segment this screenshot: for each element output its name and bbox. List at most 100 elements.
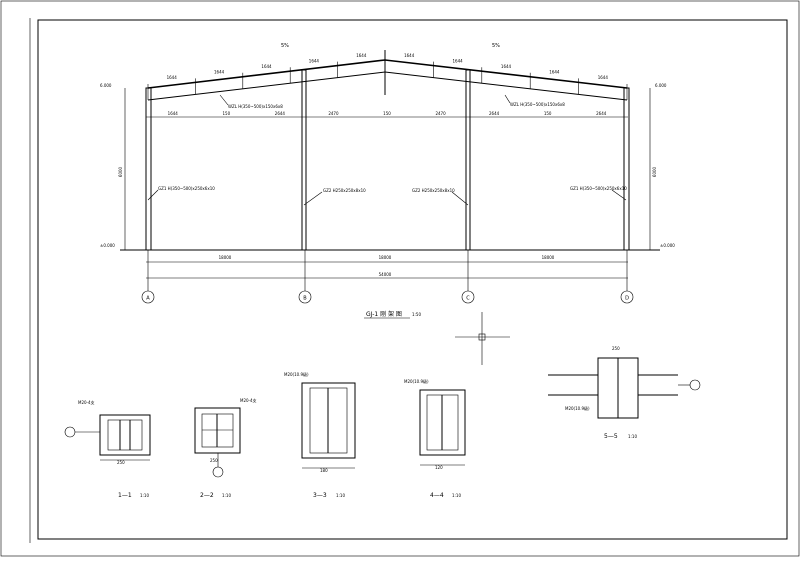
s2-marker bbox=[212, 466, 224, 478]
label-col-b: GZ2 H250x250x8x10 bbox=[323, 188, 366, 193]
s5-scale: 1:10 bbox=[628, 434, 637, 439]
column-a bbox=[145, 87, 152, 251]
section-4-4: M20(10.9级) 120 4—4 1:10 bbox=[404, 378, 466, 499]
s4-note: M20(10.9级) bbox=[404, 378, 429, 384]
label-col-d: GZ1 H(350~500)x250x6x10 bbox=[570, 186, 627, 191]
frame-elevation: 1644 1644 1644 1644 1644 1644 1644 1644 1644 1644… bbox=[100, 43, 675, 319]
axis-bubble-d bbox=[620, 290, 634, 304]
eave-segment-dim: 2644 bbox=[596, 111, 607, 116]
rafter-bottom-chord bbox=[147, 71, 628, 101]
section-3-3: M20(10.9级) 180 3—3 1:10 bbox=[284, 371, 356, 499]
sheet-inner-border bbox=[37, 19, 788, 540]
column-c bbox=[465, 69, 471, 251]
leader-rafter-left bbox=[219, 94, 229, 106]
left-column-height: 6000 bbox=[118, 166, 123, 177]
rafter-segment-dim: 1644 bbox=[501, 64, 512, 69]
ground-level-left: ±0.000 bbox=[100, 243, 115, 248]
leader-col-d bbox=[611, 189, 627, 201]
eave-segment-dim: 150 bbox=[223, 111, 231, 116]
s3-scale: 1:10 bbox=[336, 493, 345, 498]
bay-dim-2: 18000 bbox=[379, 255, 392, 260]
eave-segment-dim: 2470 bbox=[435, 111, 446, 116]
column-d bbox=[623, 87, 630, 251]
section-1-1: M20-4支 250 1—1 1:10 bbox=[64, 399, 151, 499]
slope-label-right: 5% bbox=[492, 43, 500, 49]
crosshair-box bbox=[478, 333, 486, 341]
rafter-segment-dim: 1644 bbox=[356, 53, 367, 58]
bay-dim-3: 18000 bbox=[542, 255, 555, 260]
s1-note: M20-4支 bbox=[78, 399, 95, 405]
rafter-segment-dim: 1644 bbox=[167, 75, 178, 80]
eave-level-left: 6.000 bbox=[100, 83, 112, 88]
section-5-5: M20(10.9级) 250 5—5 1:10 bbox=[548, 346, 701, 440]
column-b bbox=[301, 69, 307, 251]
s1-dim-text: 250 bbox=[117, 460, 125, 465]
leader-col-b bbox=[303, 191, 323, 206]
right-column-height: 6000 bbox=[652, 166, 657, 177]
eave-segment-dim: 2470 bbox=[328, 111, 339, 116]
eave-segment-dim: 150 bbox=[544, 111, 552, 116]
s5-dim-text: 250 bbox=[612, 346, 620, 351]
label-col-c: GZ2 H250x250x8x10 bbox=[412, 188, 455, 193]
leader-col-c bbox=[451, 191, 469, 206]
eave-segment-dim: 1644 bbox=[168, 111, 179, 116]
section-2-2: M20-4支 250 2—2 1:10 bbox=[194, 397, 257, 499]
axis-bubble-b bbox=[298, 290, 312, 304]
bay-dim-1: 18000 bbox=[219, 255, 232, 260]
s5-title: 5—5 bbox=[604, 433, 618, 440]
eave-segment-dim: 150 bbox=[383, 111, 391, 116]
s1-scale: 1:10 bbox=[140, 493, 149, 498]
s1-inner bbox=[107, 419, 143, 451]
s1-marker bbox=[64, 426, 76, 438]
s1-plate bbox=[99, 414, 151, 456]
axis-label-a: A bbox=[146, 296, 150, 302]
s3-note: M20(10.9级) bbox=[284, 371, 309, 377]
axis-grid: A B C D bbox=[141, 250, 634, 304]
s2-title: 2—2 bbox=[200, 492, 214, 499]
axis-label-c: C bbox=[466, 296, 470, 302]
s1-title: 1—1 bbox=[118, 492, 132, 499]
elevation-title: GJ-1 刚 架 图 bbox=[366, 310, 402, 318]
axis-bubble-a bbox=[141, 290, 155, 304]
s4-plate bbox=[419, 389, 466, 456]
s5-note: M20(10.9级) bbox=[565, 405, 590, 411]
axis-bubble-c bbox=[461, 290, 475, 304]
eave-segment-dim: 2644 bbox=[275, 111, 286, 116]
s4-scale: 1:10 bbox=[452, 493, 461, 498]
axis-label-d: D bbox=[625, 296, 629, 302]
s2-scale: 1:10 bbox=[222, 493, 231, 498]
rafter-segment-dim: 1644 bbox=[404, 53, 415, 58]
center-crosshair bbox=[455, 312, 510, 365]
rafter-segment-dim: 1644 bbox=[598, 75, 609, 80]
purlin-ticks: 1644 1644 1644 1644 1644 1644 1644 1644 1644 1644… bbox=[147, 53, 628, 116]
s2-dim-text: 250 bbox=[210, 458, 218, 463]
s4-title: 4—4 bbox=[430, 492, 444, 499]
s2-plate bbox=[194, 407, 241, 454]
eave-level-right: 6.000 bbox=[655, 83, 667, 88]
rafter-segment-dim: 1644 bbox=[214, 70, 225, 75]
s3-dim-text: 180 bbox=[320, 468, 328, 473]
label-rafter-left: WZL H(350~500)x150x6x8 bbox=[228, 104, 283, 109]
eave-segment-dim: 2644 bbox=[489, 111, 500, 116]
rafter-segment-dim: 1644 bbox=[453, 58, 464, 63]
axis-label-b: B bbox=[303, 296, 307, 302]
ground-level-right: ±0.000 bbox=[660, 243, 675, 248]
rafter-segment-dim: 1644 bbox=[549, 70, 560, 75]
label-rafter-right: WZL H(350~500)x150x6x8 bbox=[510, 102, 565, 107]
total-span-dim: 54000 bbox=[379, 272, 392, 277]
s4-dim-text: 120 bbox=[435, 465, 443, 470]
rafter-segment-dim: 1644 bbox=[309, 58, 320, 63]
s2-note: M20-4支 bbox=[240, 397, 257, 403]
leader-rafter-right bbox=[504, 94, 511, 104]
s3-title: 3—3 bbox=[313, 492, 327, 499]
label-col-a: GZ1 H(350~500)x250x6x10 bbox=[158, 186, 215, 191]
s5-marker bbox=[689, 379, 701, 391]
leader-col-a bbox=[147, 189, 159, 201]
rafter-segment-dim: 1644 bbox=[261, 64, 272, 69]
elevation-scale: 1:50 bbox=[412, 312, 421, 317]
s3-plate bbox=[301, 382, 356, 459]
slope-label-left: 5% bbox=[281, 43, 289, 49]
